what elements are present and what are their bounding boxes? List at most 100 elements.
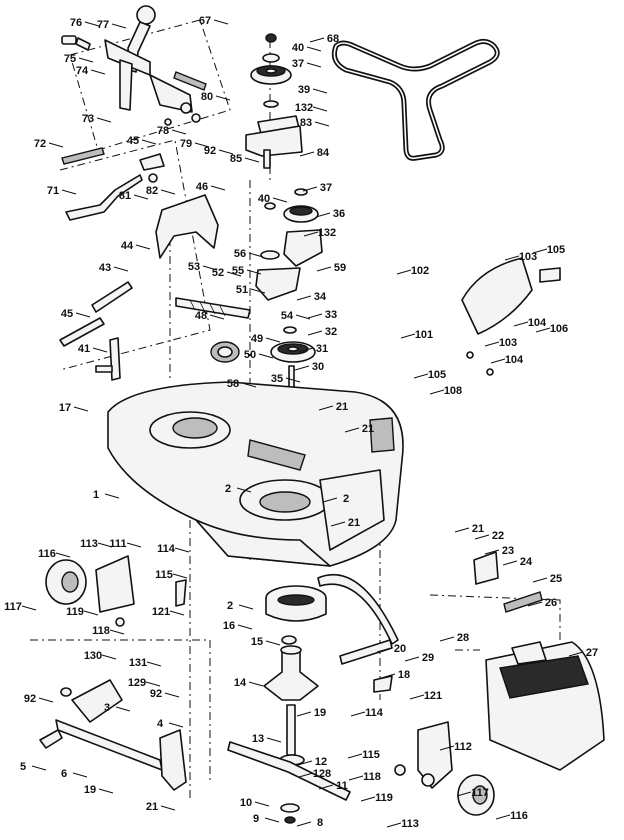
leader-line [380, 673, 396, 679]
callout-68: 68 [327, 33, 339, 45]
callout-56: 56 [234, 248, 246, 260]
leader-line [296, 711, 312, 717]
leader-line [296, 295, 312, 301]
callout-13: 13 [252, 733, 264, 745]
leader-line [21, 605, 37, 611]
callout-104: 104 [528, 317, 547, 329]
leader-line [145, 681, 161, 687]
leader-line [318, 405, 334, 411]
callout-22: 22 [492, 530, 504, 542]
callout-75: 75 [64, 53, 76, 65]
callout-116: 116 [38, 548, 56, 560]
left-gauge-wheel-assembly [45, 555, 187, 627]
leader-line [202, 265, 218, 271]
lower-idler-pulley [270, 326, 316, 407]
callout-37: 37 [292, 58, 304, 70]
leader-line [244, 157, 260, 163]
leader-line [484, 549, 500, 555]
leader-line [146, 661, 162, 667]
callout-5: 5 [20, 761, 26, 773]
leader-line [115, 706, 131, 712]
callout-21: 21 [362, 423, 374, 435]
callout-31: 31 [316, 343, 328, 355]
leader-line [266, 737, 282, 743]
callout-21: 21 [472, 523, 484, 535]
leader-line [171, 129, 187, 135]
callout-3: 3 [104, 702, 110, 714]
leader-line [302, 186, 318, 192]
callout-106: 106 [550, 323, 568, 335]
callout-121: 121 [424, 690, 442, 702]
callout-74: 74 [76, 65, 89, 77]
callout-132: 132 [318, 227, 336, 239]
leader-line [527, 601, 543, 607]
leader-line [210, 185, 226, 191]
callout-58: 58 [227, 378, 239, 390]
callout-118: 118 [363, 771, 381, 783]
front-hanger-brackets [39, 679, 187, 791]
callout-27: 27 [586, 647, 598, 659]
leader-line [513, 321, 529, 327]
callout-78: 78 [157, 125, 169, 137]
callout-34: 34 [314, 291, 327, 303]
leader-line [454, 527, 470, 533]
leader-line [213, 19, 229, 25]
leader-line [502, 560, 518, 566]
callout-59: 59 [334, 262, 346, 274]
leader-line [439, 636, 455, 642]
leader-line [396, 269, 412, 275]
leader-line [135, 244, 151, 250]
leader-line [83, 610, 99, 616]
leader-line [413, 373, 429, 379]
belt-guard [155, 194, 219, 259]
callout-36: 36 [333, 208, 345, 220]
chute-hinge-parts [473, 551, 543, 613]
callout-21: 21 [348, 517, 360, 529]
leader-line [490, 358, 506, 364]
callout-28: 28 [457, 632, 469, 644]
leader-line [250, 288, 266, 294]
leader-line [568, 651, 584, 657]
leader-line [97, 542, 113, 548]
leader-line [104, 493, 120, 499]
leader-line [141, 139, 157, 145]
leader-line [532, 577, 548, 583]
leader-line [295, 314, 311, 320]
callout-116: 116 [510, 810, 528, 822]
callout-118: 118 [92, 625, 110, 637]
leader-line [101, 654, 117, 660]
callout-32: 32 [325, 326, 337, 338]
callout-113: 113 [401, 818, 419, 830]
leader-line [84, 21, 100, 27]
leader-line [307, 330, 323, 336]
leader-line [241, 382, 257, 388]
leader-line [312, 88, 328, 94]
leader-line [126, 542, 142, 548]
callout-leader-lines [21, 19, 584, 828]
leader-line [133, 194, 149, 200]
callout-51: 51 [236, 284, 248, 296]
leader-line [160, 189, 176, 195]
callout-129: 129 [128, 677, 146, 689]
leader-line [439, 745, 455, 751]
callout-113: 113 [80, 538, 98, 550]
leader-line [61, 189, 77, 195]
callout-85: 85 [230, 153, 242, 165]
callout-11: 11 [336, 780, 348, 792]
callout-114: 114 [157, 543, 176, 555]
callout-15: 15 [251, 636, 263, 648]
callout-39: 39 [298, 84, 310, 96]
callout-45: 45 [127, 135, 139, 147]
callout-43: 43 [99, 262, 111, 274]
leader-line [272, 197, 288, 203]
callout-24: 24 [520, 556, 533, 568]
callout-40: 40 [292, 42, 304, 54]
leader-line [504, 255, 520, 261]
callout-92: 92 [24, 693, 36, 705]
deflector-shield [461, 257, 561, 376]
leader-line [309, 37, 325, 43]
callout-12: 12 [315, 756, 327, 768]
callout-19: 19 [314, 707, 326, 719]
callout-46: 46 [196, 181, 208, 193]
callout-2: 2 [343, 493, 349, 505]
